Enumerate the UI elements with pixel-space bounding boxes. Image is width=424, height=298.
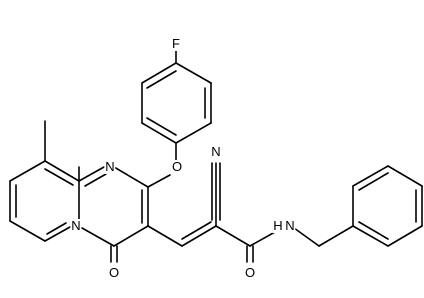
amide-oxygen-label: O: [243, 265, 257, 280]
nitrile-nitrogen-label: N: [210, 144, 222, 159]
fluorine-atom-label: F: [171, 36, 181, 51]
ring-nitrogen-label: N: [104, 159, 116, 174]
ether-oxygen-atom-label: O: [170, 159, 184, 174]
amide-nh-label: H N: [272, 218, 296, 233]
fused-nitrogen-label: N: [70, 218, 82, 233]
keto-oxygen-label: O: [107, 265, 121, 280]
